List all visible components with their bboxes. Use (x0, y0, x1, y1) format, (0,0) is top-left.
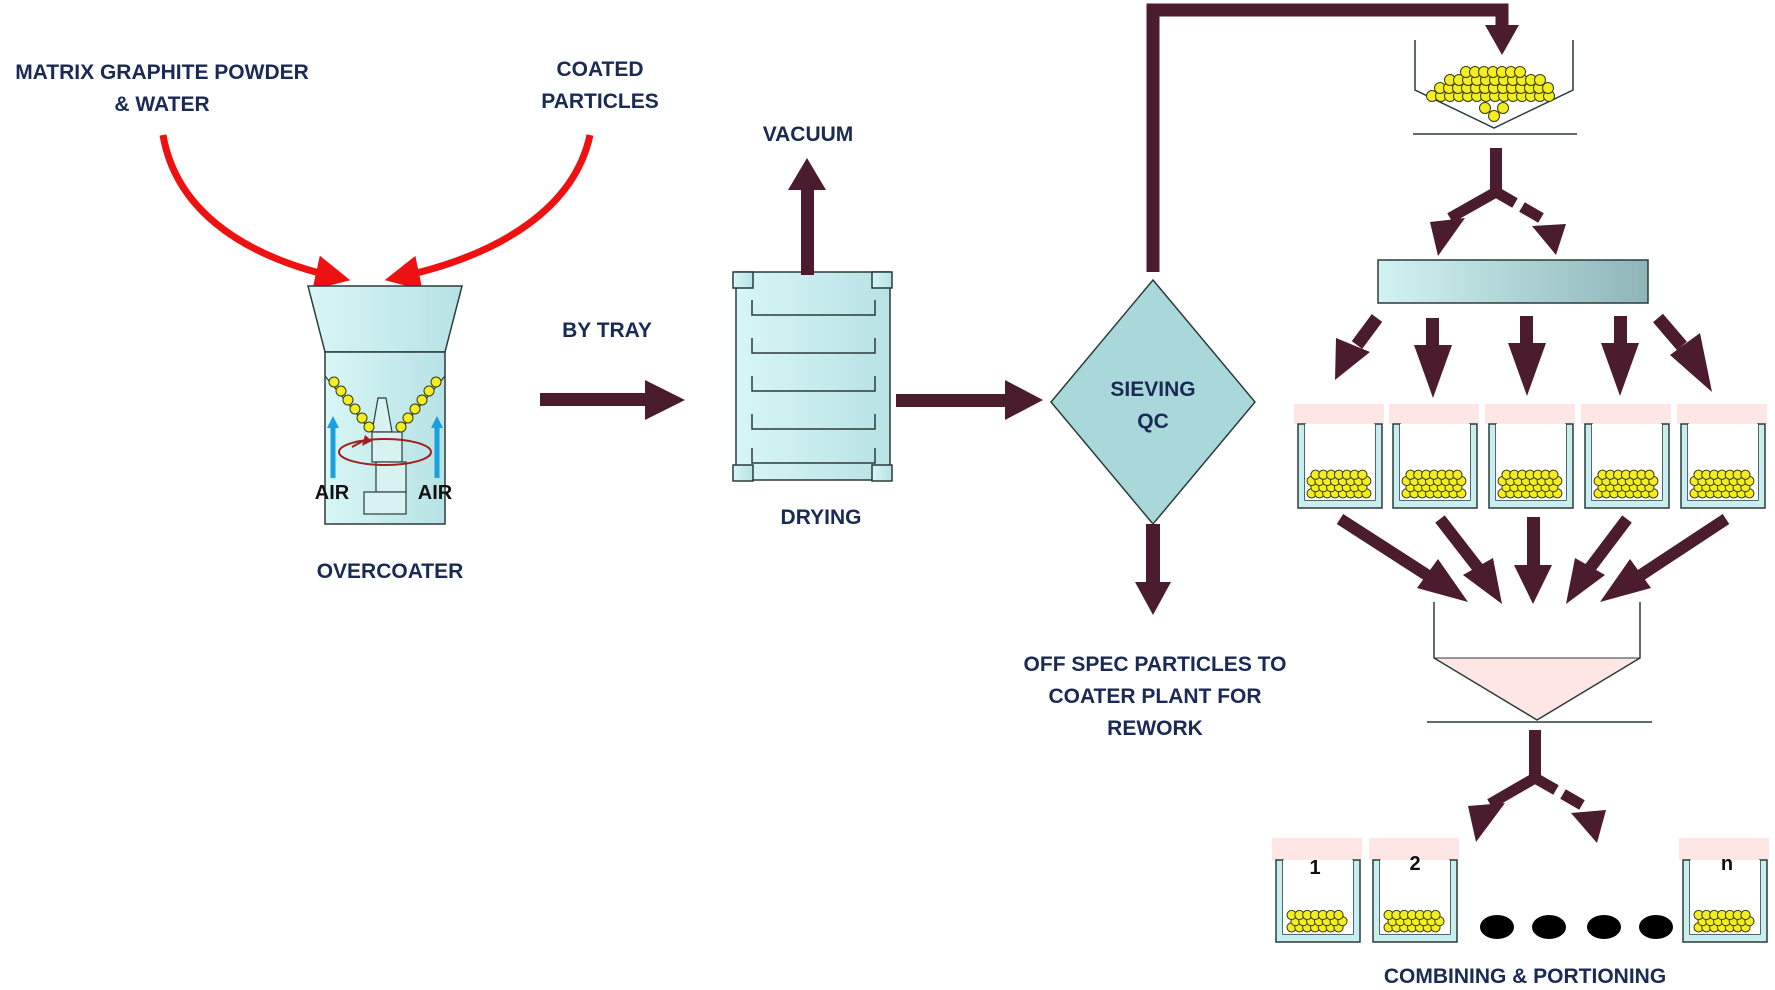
overcoater-particles (328, 376, 442, 433)
portion-split-arrow (1468, 730, 1606, 843)
sieved-tray (1294, 404, 1384, 509)
hopper-split-arrow (1430, 148, 1566, 256)
sieved-trays (1294, 404, 1767, 509)
particle (335, 385, 347, 397)
distribution-arrows (1335, 313, 1712, 398)
off-spec-arrow (1135, 524, 1171, 615)
particles-feed-arrow (384, 134, 594, 291)
particle (423, 385, 435, 397)
red-feed-arrows (159, 134, 594, 291)
overcoater (307, 285, 463, 525)
particle (416, 394, 428, 406)
portion-1-label: 1 (1309, 857, 1320, 879)
particle (395, 421, 407, 433)
return-to-hopper-arrow (1146, 3, 1519, 272)
matrix-graphite-label-2: & WATER (114, 93, 209, 116)
particle (409, 403, 421, 415)
particle (1497, 102, 1509, 114)
combining-funnel (1427, 602, 1652, 723)
sieved-tray (1581, 404, 1671, 509)
air-label-right: AIR (418, 482, 453, 504)
converging-arrows (1336, 513, 1730, 604)
ellipsis-dots (1480, 915, 1673, 939)
top-hopper (1413, 40, 1577, 135)
particle (349, 403, 361, 415)
qc-label: QC (1137, 410, 1169, 433)
air-label-left: AIR (315, 482, 350, 504)
air-arrow-icon (327, 416, 443, 478)
particle (402, 412, 414, 424)
particle (430, 376, 442, 388)
coated-particles-label-2: PARTICLES (541, 90, 658, 113)
sieving-qc-diamond (1050, 278, 1256, 526)
portion-n-label: n (1721, 853, 1733, 875)
particle (1452, 469, 1463, 480)
particle (1479, 102, 1491, 114)
particle (1357, 469, 1368, 480)
particle (1548, 469, 1559, 480)
distribution-bar (1377, 259, 1649, 304)
vacuum-arrow (788, 158, 826, 275)
portion-tray (1369, 838, 1459, 943)
overcoater-label: OVERCOATER (317, 560, 464, 583)
vacuum-label: VACUUM (763, 123, 854, 146)
particle (328, 376, 340, 388)
particle (1740, 909, 1751, 921)
portion-tray (1272, 838, 1362, 943)
particle (1534, 74, 1546, 86)
particle (356, 412, 368, 424)
off-spec-label-3: REWORK (1107, 717, 1203, 740)
particle (1488, 110, 1500, 122)
particle (342, 394, 354, 406)
particle (1644, 469, 1655, 480)
drying-to-sieving-arrow (896, 380, 1043, 420)
off-spec-label-1: OFF SPEC PARTICLES TO (1024, 653, 1287, 676)
off-spec-label-2: COATER PLANT FOR (1048, 685, 1261, 708)
particle (363, 421, 375, 433)
swirl-icon (338, 438, 432, 466)
particle (1542, 82, 1554, 94)
particle (1430, 909, 1441, 921)
particle (1333, 909, 1344, 921)
by-tray-arrow (540, 380, 685, 420)
sieved-tray (1389, 404, 1479, 509)
by-tray-label: BY TRAY (562, 319, 652, 342)
matrix-feed-arrow (159, 134, 351, 290)
sieved-tray (1677, 404, 1767, 509)
particle (1514, 66, 1526, 78)
matrix-graphite-label-1: MATRIX GRAPHITE POWDER (15, 61, 309, 84)
drying-oven (732, 271, 893, 482)
particle (1740, 469, 1751, 480)
sieving-label: SIEVING (1110, 378, 1195, 401)
portion-tray (1679, 838, 1769, 943)
hopper-particles (1426, 66, 1555, 122)
coated-particles-label-1: COATED (556, 58, 643, 81)
portion-2-label: 2 (1409, 853, 1420, 875)
portion-trays (1272, 838, 1769, 943)
drying-label: DRYING (781, 506, 862, 529)
combining-portioning-label: COMBINING & PORTIONING (1384, 965, 1666, 988)
sieved-tray (1485, 404, 1575, 509)
